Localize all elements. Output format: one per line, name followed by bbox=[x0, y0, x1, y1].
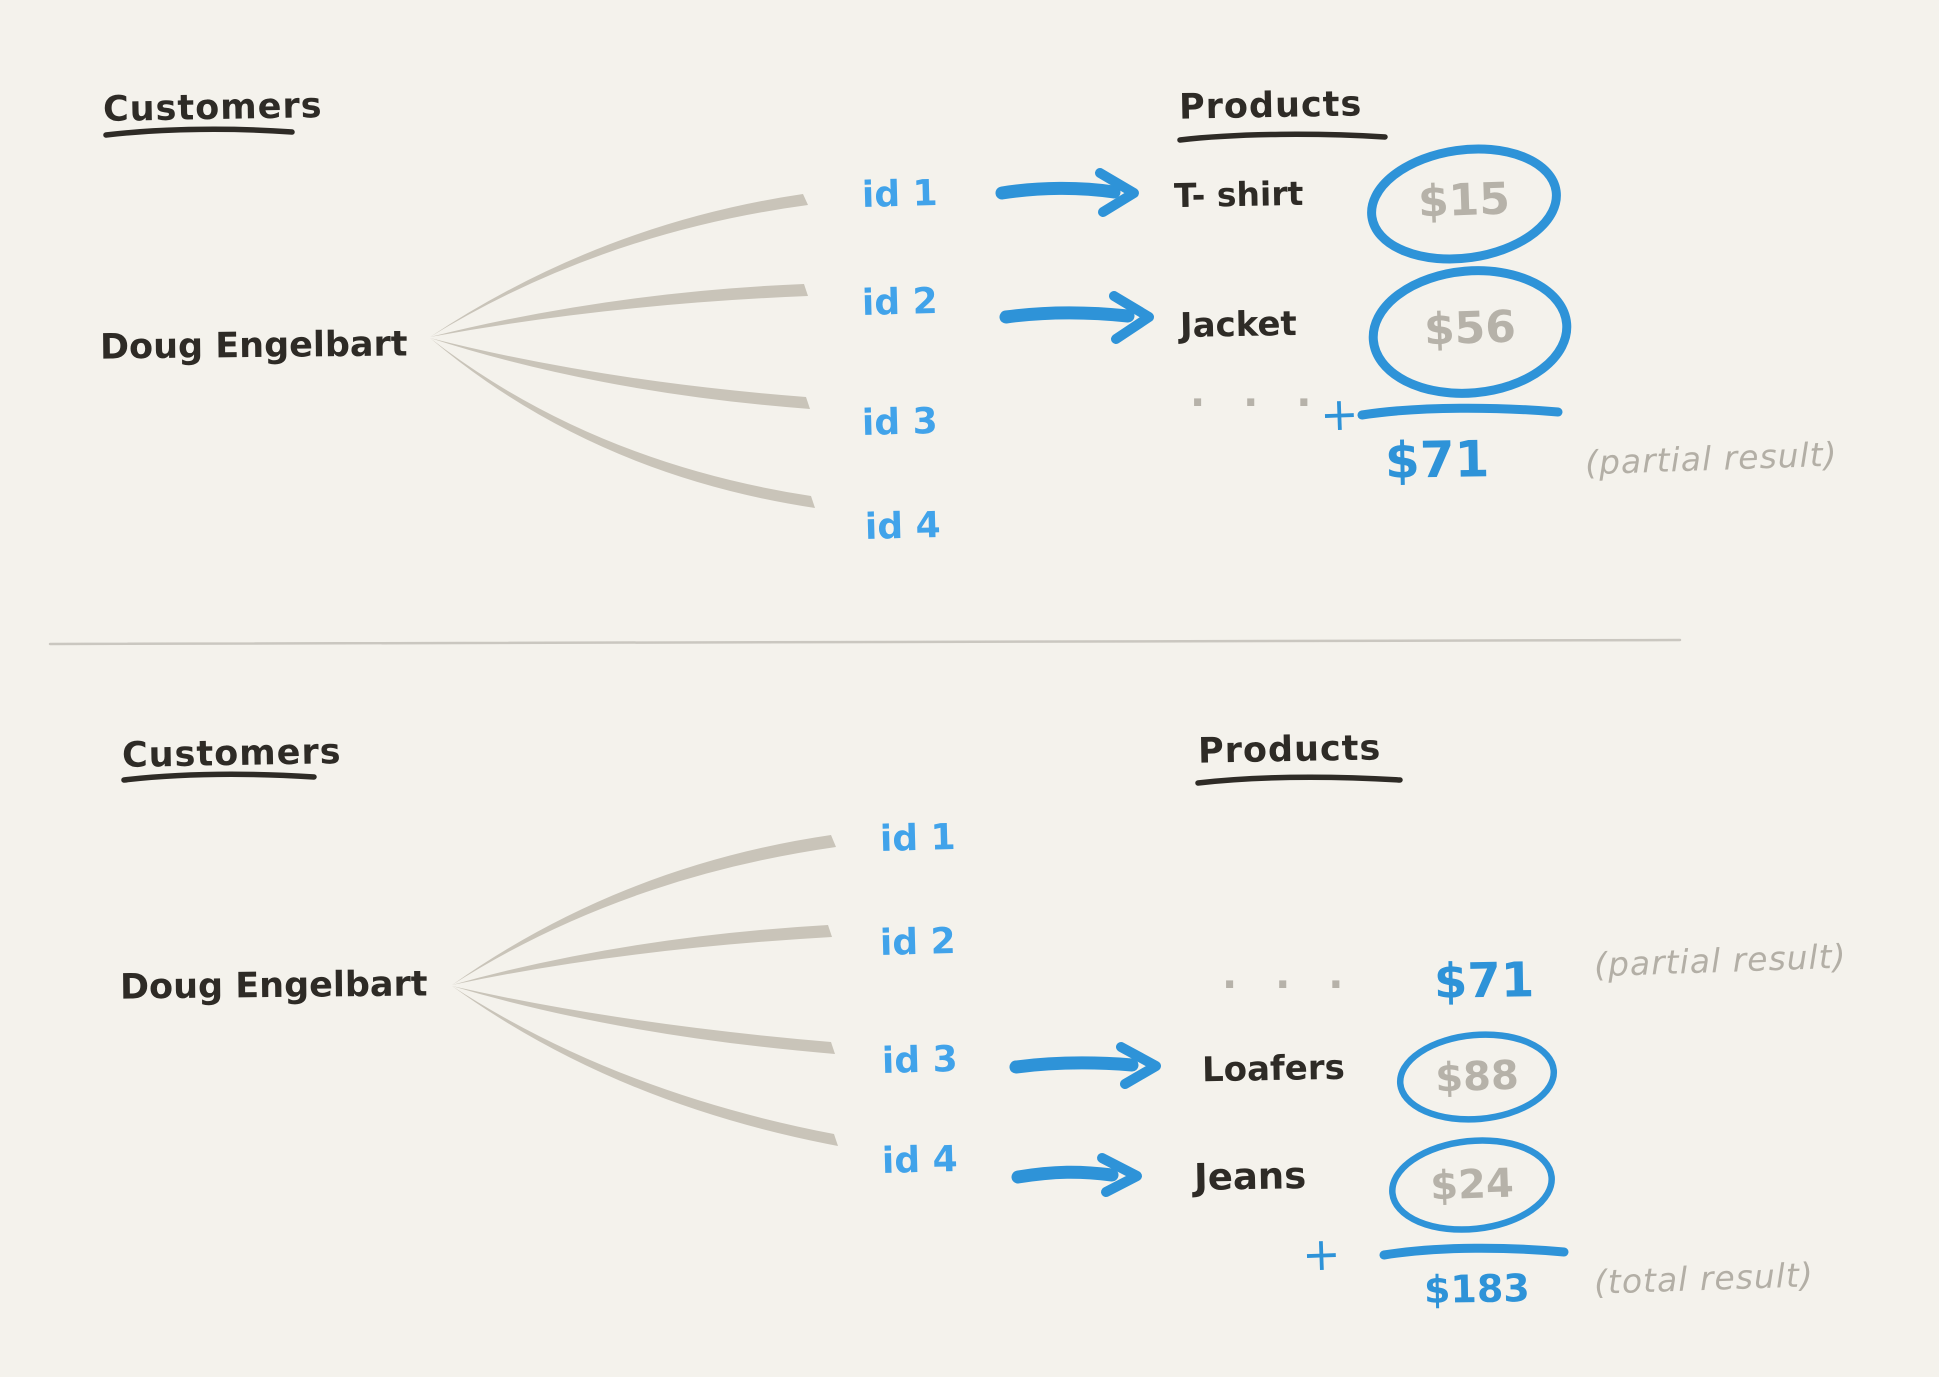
total-sum: $183 bbox=[1423, 1266, 1531, 1312]
id-label-top-3: id 3 bbox=[861, 401, 939, 444]
total-result-note: (total result) bbox=[1593, 1255, 1815, 1302]
match-arrow-icon-bottom-1 bbox=[1009, 1042, 1161, 1089]
fan-line-bottom-4 bbox=[452, 986, 838, 1146]
id-label-bottom-4: id 4 bbox=[881, 1139, 959, 1182]
price-jeans: $24 bbox=[1429, 1160, 1515, 1210]
partial-result-note-bottom: (partial result) bbox=[1593, 936, 1848, 985]
customer-name-bottom: Doug Engelbart bbox=[119, 964, 428, 1008]
customers-heading-bottom: Customers bbox=[121, 732, 342, 776]
id-label-bottom-1: id 1 bbox=[879, 817, 957, 860]
ellipsis-top: · · · bbox=[1190, 380, 1324, 426]
match-arrow-icon-top-1 bbox=[995, 168, 1139, 217]
arrow-head bbox=[1097, 1153, 1142, 1197]
price-circle-bottom-1 bbox=[1396, 1031, 1558, 1123]
arrow-shaft bbox=[999, 306, 1135, 324]
fan-lines-top bbox=[430, 194, 815, 508]
id-label-bottom-3: id 3 bbox=[881, 1039, 959, 1082]
customers-underline-bottom bbox=[121, 771, 317, 783]
price-loafers: $88 bbox=[1434, 1052, 1520, 1102]
arrow-shaft bbox=[1011, 1165, 1119, 1184]
id-label-bottom-2: id 2 bbox=[879, 921, 957, 964]
customer-name-top: Doug Engelbart bbox=[99, 324, 408, 368]
fan-line-bottom-1 bbox=[452, 835, 836, 985]
fan-line-bottom-3 bbox=[452, 986, 835, 1054]
fan-line-top-3 bbox=[430, 338, 810, 409]
plus-sign-top: + bbox=[1319, 386, 1360, 442]
products-heading-top: Products bbox=[1178, 84, 1363, 128]
partial-sum-top: $71 bbox=[1384, 430, 1490, 490]
arrow-head bbox=[1116, 1042, 1161, 1089]
id-label-top-4: id 4 bbox=[864, 505, 942, 548]
id-label-top-2: id 2 bbox=[861, 281, 939, 324]
products-underline-top bbox=[1177, 131, 1388, 143]
products-underline-bottom bbox=[1195, 774, 1403, 786]
fan-line-top-2 bbox=[430, 284, 808, 337]
arrow-head bbox=[1095, 168, 1139, 217]
price-jacket: $56 bbox=[1423, 301, 1517, 356]
carried-sum: $71 bbox=[1433, 952, 1535, 1010]
product-name-jeans: Jeans bbox=[1193, 1154, 1307, 1199]
price-tshirt: $15 bbox=[1417, 173, 1511, 228]
product-name-loafers: Loafers bbox=[1201, 1047, 1346, 1091]
customers-underline-top bbox=[103, 126, 295, 138]
plus-sign-bottom: + bbox=[1301, 1226, 1342, 1282]
sum-line-bottom bbox=[1379, 1243, 1569, 1260]
fan-line-top-1 bbox=[430, 194, 808, 337]
products-heading-bottom: Products bbox=[1197, 728, 1382, 772]
id-label-top-1: id 1 bbox=[861, 173, 939, 216]
ellipsis-bottom: · · · bbox=[1222, 962, 1356, 1008]
fan-line-top-4 bbox=[430, 338, 815, 508]
product-name-jacket: Jacket bbox=[1179, 303, 1298, 347]
partial-result-note-top: (partial result) bbox=[1584, 434, 1839, 483]
price-circle-top-1 bbox=[1367, 144, 1561, 264]
fan-line-bottom-2 bbox=[452, 925, 832, 985]
price-circle-top-2 bbox=[1368, 266, 1572, 398]
customers-heading-top: Customers bbox=[102, 86, 323, 130]
arrow-shaft bbox=[1009, 1056, 1139, 1074]
sum-line-top bbox=[1357, 403, 1563, 420]
product-name-tshirt: T- shirt bbox=[1173, 173, 1304, 216]
price-circle-bottom-2 bbox=[1389, 1137, 1555, 1233]
match-arrow-icon-top-2 bbox=[999, 291, 1154, 344]
arrow-head bbox=[1109, 291, 1154, 344]
fan-lines-bottom bbox=[452, 835, 838, 1146]
match-arrow-icon-bottom-2 bbox=[1011, 1153, 1142, 1197]
arrow-shaft bbox=[995, 181, 1121, 200]
panel-divider bbox=[48, 638, 1682, 646]
